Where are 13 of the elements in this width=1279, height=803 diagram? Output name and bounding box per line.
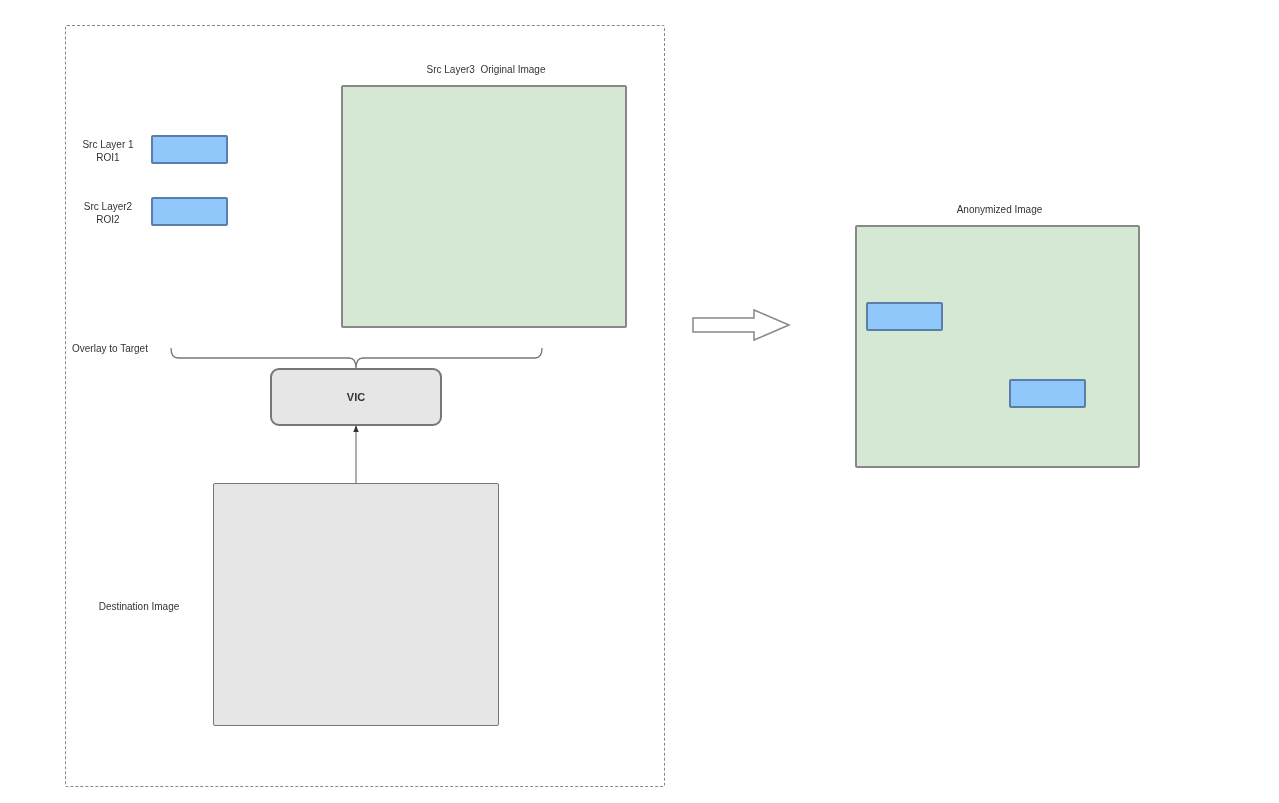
roi-rectangle — [1009, 379, 1086, 408]
process-box — [270, 368, 442, 426]
arrow — [353, 425, 359, 484]
block-arrow — [692, 308, 791, 342]
layer-label: Src Layer 1 ROI1 — [81, 137, 135, 164]
process-label: VIC — [345, 390, 367, 404]
layer-label: Src Layer2 ROI2 — [82, 199, 134, 226]
layer-label: Destination Image — [97, 599, 181, 613]
image-title: Src Layer3 Original Image — [425, 63, 547, 76]
dashed-frame — [65, 25, 665, 787]
roi-rectangle — [866, 302, 943, 331]
overlay-label: Overlay to Target — [72, 342, 148, 355]
image-title: Anonymized Image — [955, 203, 1044, 216]
